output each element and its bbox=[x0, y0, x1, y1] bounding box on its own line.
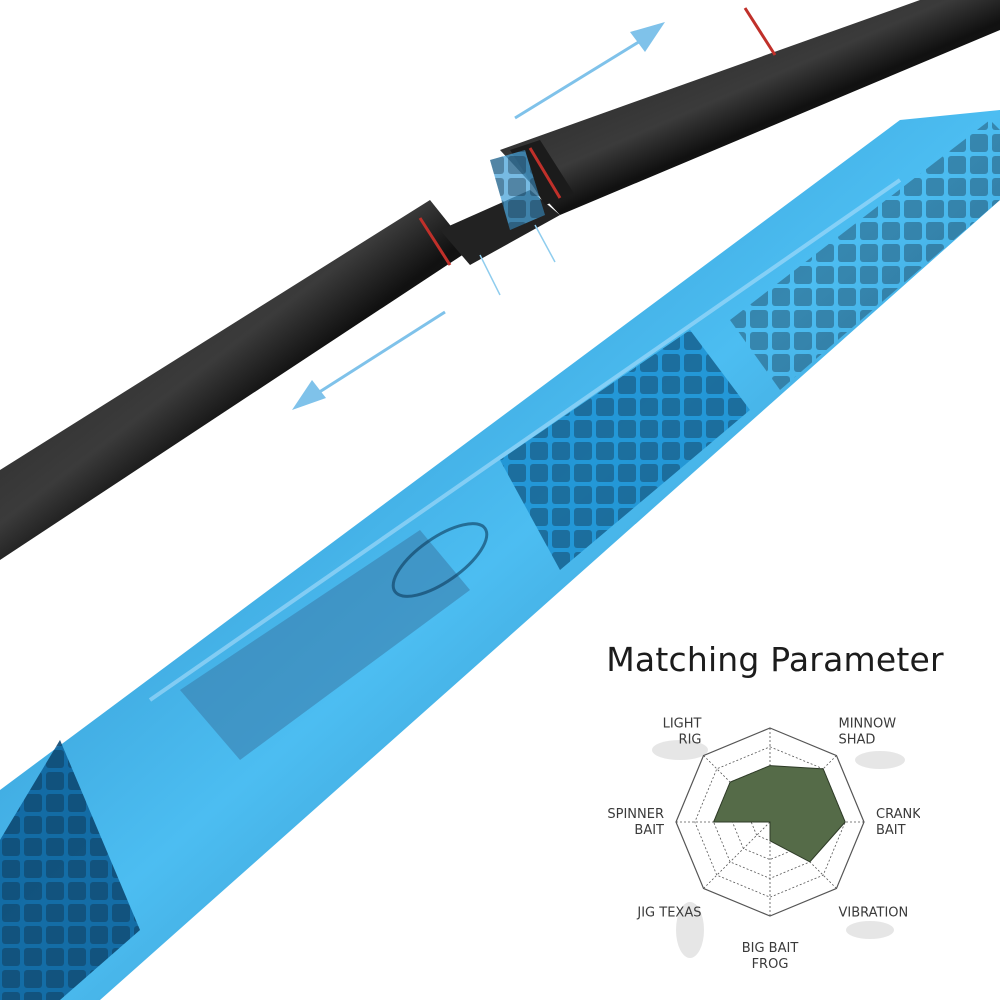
chart-title: Matching Parameter bbox=[606, 640, 944, 679]
radar-axis-label: VIBRATION bbox=[839, 906, 909, 921]
radar-axis-label: TOP WATER bbox=[731, 690, 807, 694]
slide-arrows bbox=[292, 22, 665, 410]
xray-rod-handle bbox=[0, 110, 1000, 1000]
radar-axis-label: JIG TEXAS bbox=[636, 906, 701, 921]
lure-watermarks bbox=[652, 740, 905, 958]
radar-series-area bbox=[712, 765, 846, 863]
carbon-rod-upper bbox=[0, 0, 1000, 560]
